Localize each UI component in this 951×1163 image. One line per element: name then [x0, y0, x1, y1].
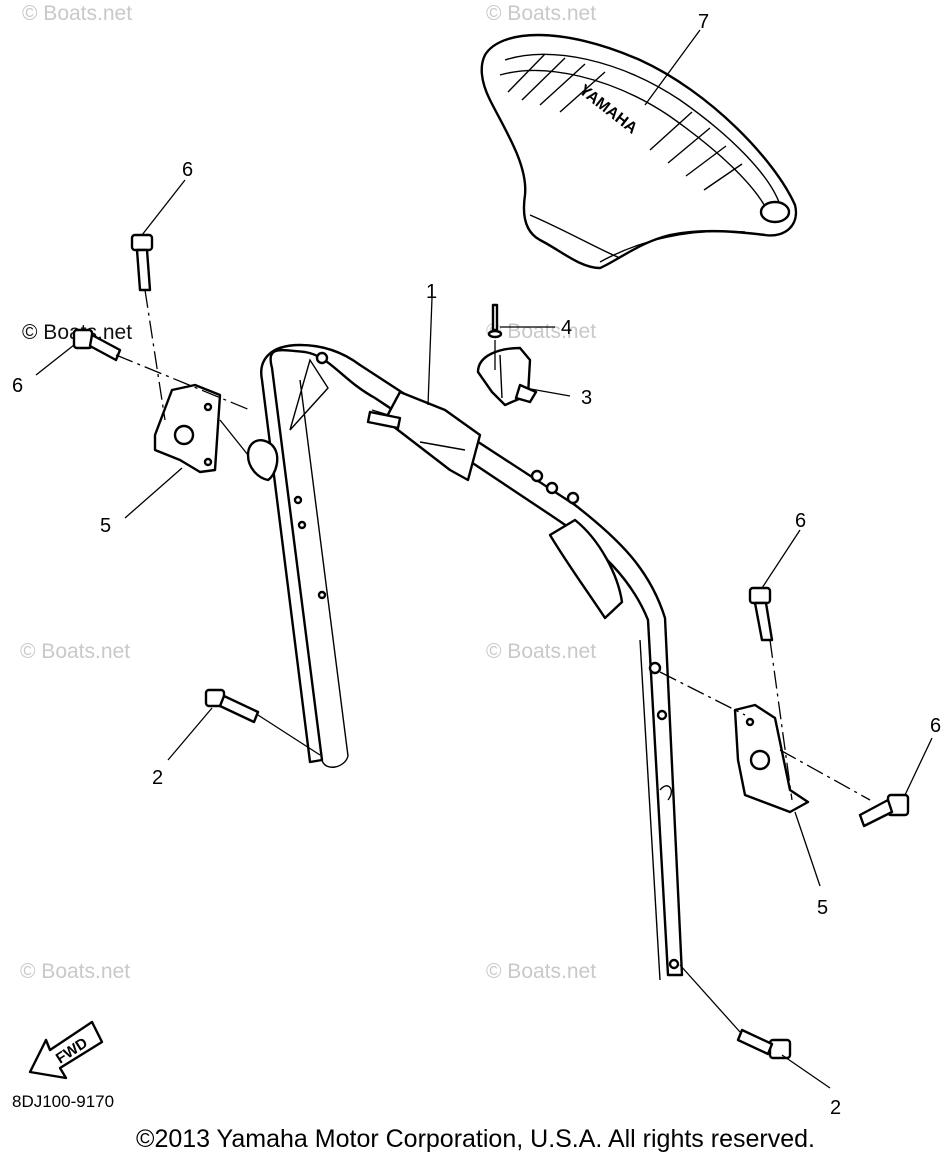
mount-plate-right [733, 703, 810, 814]
callout-1: 1 [426, 281, 437, 303]
callout-7: 7 [698, 11, 709, 33]
watermark: © Boats.net [486, 2, 596, 25]
bolt-6-top-left [130, 233, 154, 292]
bolt-bar [366, 410, 402, 430]
watermark: © Boats.net [20, 640, 130, 663]
callout-3: 3 [581, 387, 592, 409]
watermark: © Boats.net [486, 640, 596, 663]
callout-4: 4 [561, 317, 572, 339]
callout-6-left: 6 [12, 375, 23, 397]
watermark: © Boats.net [486, 960, 596, 983]
clip-part [487, 303, 503, 339]
watermark: © Boats.net [20, 960, 130, 983]
clamp-bracket [476, 346, 538, 407]
callout-5-left: 5 [100, 515, 111, 537]
bolt-6-right [858, 793, 910, 828]
watermark: © Boats.net [22, 2, 132, 25]
bolt-2-right [736, 1028, 792, 1060]
bolt-2-left [204, 688, 260, 724]
callout-2-left: 2 [152, 767, 163, 789]
callout-6-top-left: 6 [182, 159, 193, 181]
callout-6-right: 6 [930, 715, 941, 737]
callout-6-right-top: 6 [795, 510, 806, 532]
seat-pad: YAMAHA [480, 33, 798, 270]
diagram-code: 8DJ100-9170 [12, 1092, 114, 1111]
grommet [246, 439, 279, 482]
fwd-arrow-icon: FWD [28, 1020, 104, 1080]
watermark: © Boats.net [486, 320, 596, 343]
bolt-6-right-top [748, 586, 774, 642]
copyright-notice: ©2013 Yamaha Motor Corporation, U.S.A. A… [136, 1125, 815, 1153]
callout-5-right: 5 [817, 897, 828, 919]
handle-pole [260, 343, 684, 981]
callout-2-right: 2 [830, 1097, 841, 1119]
bolt-6-left [72, 328, 122, 362]
mount-plate-left [153, 383, 222, 474]
